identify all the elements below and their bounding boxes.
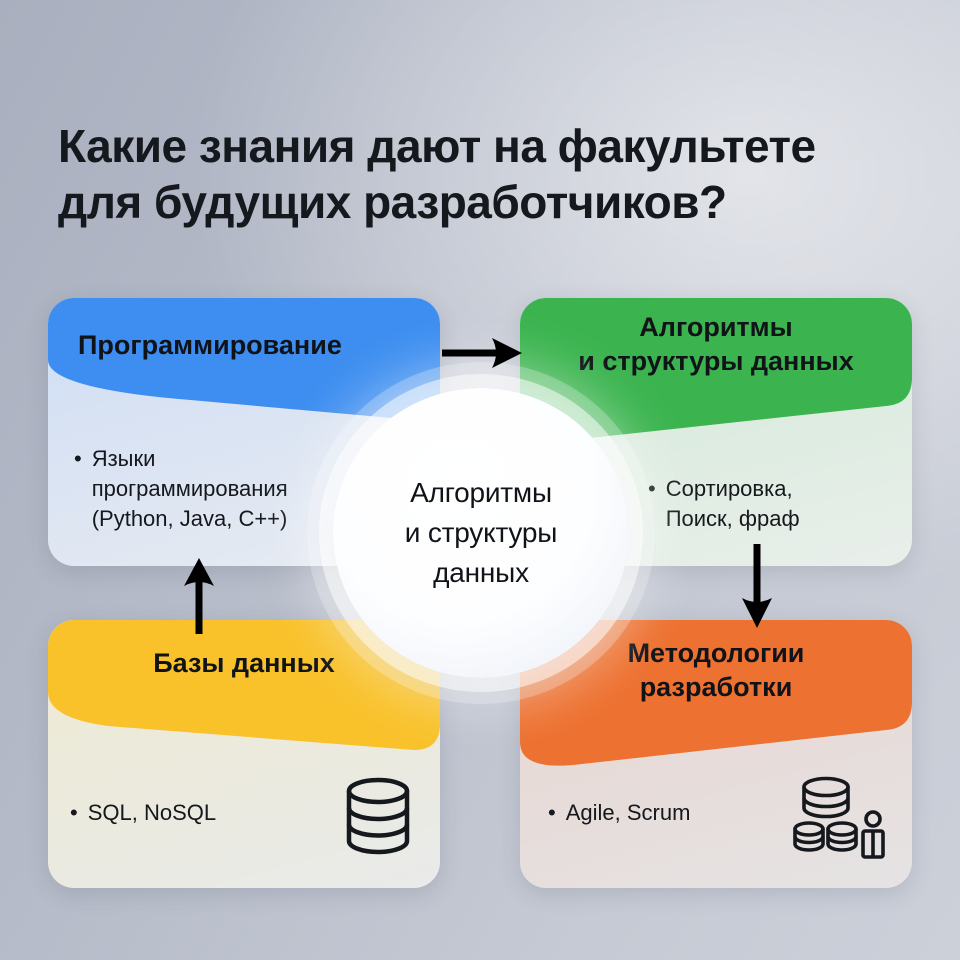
card-programming-bullets: • Языки программирования (Python, Java, … (74, 444, 416, 534)
card-programming-title: Программирование (78, 330, 342, 360)
card-databases-title: Базы данных (153, 648, 335, 678)
card-methodologies-title: Методологии разработки (627, 638, 805, 702)
bullet-text: Языки программирования (Python, Java, C+… (91, 446, 288, 531)
card-algorithms-bullets: • Сортировка, Поиск, фраф (648, 474, 888, 534)
database-cylinder-icon (346, 777, 410, 855)
card-programming: Программирование • Языки программировани… (48, 298, 440, 566)
card-methodologies: Методологии разработки • Agile, Scrum (520, 620, 912, 888)
bullet-marker-icon: • (74, 446, 82, 471)
arrow-databases-to-programming-icon (184, 558, 214, 634)
bullet-text: SQL, NoSQL (87, 800, 217, 825)
card-algorithms: Алгоритмы и структуры данных • Сортировк… (520, 298, 912, 566)
card-databases-header: Базы данных (48, 620, 440, 756)
database-stack-person-icon (793, 776, 885, 859)
header-band-shape (520, 298, 912, 440)
card-algorithms-header: Алгоритмы и структуры данных (520, 298, 912, 446)
center-node: Алгоритмы и структуры данных (333, 388, 629, 678)
header-band-shape (48, 298, 440, 420)
bullet-marker-icon: • (70, 800, 78, 825)
card-algorithms-title: Алгоритмы и структуры данных (578, 312, 854, 376)
header-band-shape (48, 620, 440, 750)
bullet-text: Agile, Scrum (565, 800, 691, 825)
card-databases-bullets: • SQL, NoSQL (70, 798, 416, 828)
page-title: Какие знания дают на факультете для буду… (58, 120, 816, 228)
card-methodologies-bullets: • Agile, Scrum (548, 798, 888, 828)
center-node-label: Алгоритмы и структуры данных (404, 477, 558, 588)
card-databases: Базы данных • SQL, NoSQL (48, 620, 440, 888)
card-programming-header: Программирование (48, 298, 440, 426)
header-band-shape (520, 620, 912, 766)
list-item: • SQL, NoSQL (70, 798, 416, 828)
list-item: • Сортировка, Поиск, фраф (648, 474, 888, 534)
bullet-marker-icon: • (548, 800, 556, 825)
arrow-algorithms-to-methodologies-icon (742, 544, 772, 628)
list-item: • Agile, Scrum (548, 798, 888, 828)
bullet-text: Сортировка, Поиск, фраф (665, 476, 800, 531)
bullet-marker-icon: • (648, 476, 656, 501)
arrow-programming-to-algorithms-icon (442, 338, 522, 368)
card-methodologies-header: Методологии разработки (520, 620, 912, 772)
list-item: • Языки программирования (Python, Java, … (74, 444, 416, 534)
